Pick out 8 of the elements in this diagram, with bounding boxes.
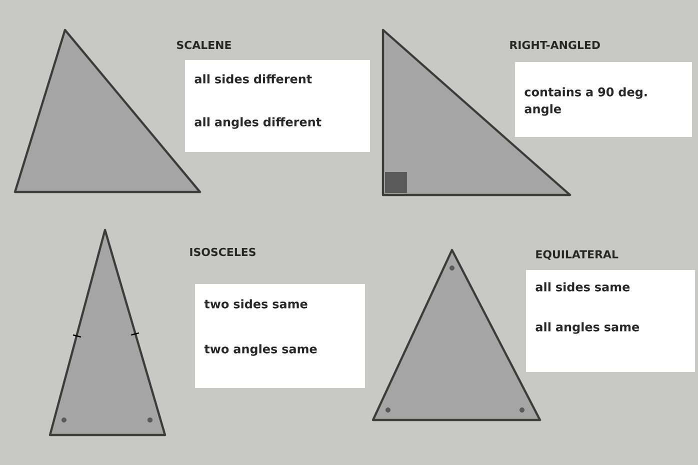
node-label: RIGHT-ANGLED — [510, 40, 600, 50]
text-box: EQUILATERAL all sides same all angles same — [526, 250, 695, 372]
node-label: SCALENE — [176, 40, 231, 50]
text-box: ISOSCELES two sides same two angles same — [190, 248, 365, 388]
node-label: EQUILATERAL — [536, 250, 618, 260]
text-box: RIGHT-ANGLED contains a 90 deg. angle — [510, 40, 692, 137]
text-box: SCALENE all sides different all angles different — [176, 40, 370, 152]
node-label: ISOSCELES — [190, 248, 256, 256]
